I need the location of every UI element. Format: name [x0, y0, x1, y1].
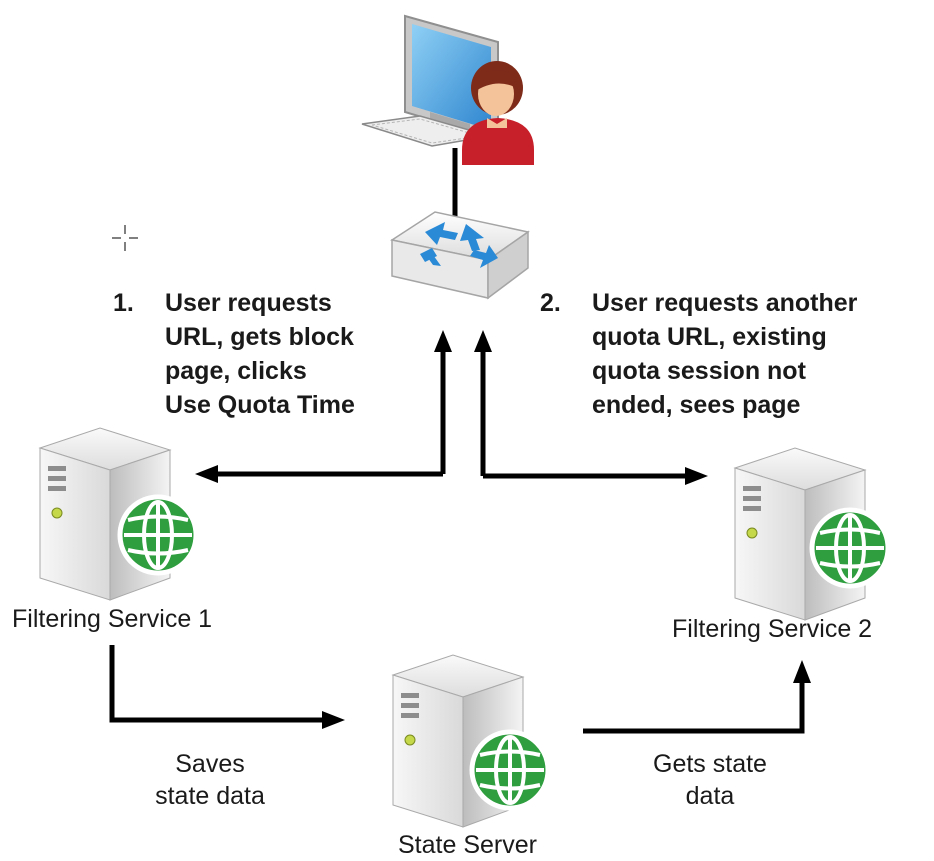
switch-arrows-icon [420, 222, 498, 268]
step-2-line: quota session not [592, 357, 806, 385]
step-1-line: User requests [165, 289, 332, 317]
user-icon [462, 61, 534, 165]
step-2-text: User requests another quota URL, existin… [592, 286, 857, 422]
step-1-line: page, clicks [165, 357, 307, 385]
gets-state-data-line: data [685, 782, 735, 810]
client-workstation [361, 14, 534, 165]
step-2-number: 2. [540, 289, 561, 317]
connection-arrows [109, 330, 811, 734]
filtering-service-2-label: Filtering Service 2 [672, 615, 873, 643]
step-2-line: ended, sees page [592, 391, 801, 419]
state-server-icon [392, 654, 548, 828]
step-2-line: quota URL, existing [592, 323, 827, 351]
gets-state-data-label: Gets state data [620, 748, 800, 812]
filtering-service-2-server-icon [734, 447, 888, 621]
saves-state-data-line: Saves [175, 750, 245, 778]
step-1-line: URL, gets block [165, 323, 354, 351]
saves-state-data-line: state data [155, 782, 265, 810]
network-switch-icon [390, 211, 530, 300]
crosshair-cursor-icon [112, 225, 138, 251]
state-server-label: State Server [398, 831, 537, 859]
filtering-service-1-server-icon [39, 427, 196, 601]
step-1-number: 1. [113, 289, 134, 317]
step-1-line: Use Quota Time [165, 391, 355, 419]
saves-state-data-label: Saves state data [120, 748, 300, 812]
step-2-line: User requests another [592, 289, 858, 317]
gets-state-data-line: Gets state [653, 750, 767, 778]
filtering-service-1-label: Filtering Service 1 [12, 605, 213, 633]
step-1-text: User requests URL, gets block page, clic… [165, 286, 355, 422]
